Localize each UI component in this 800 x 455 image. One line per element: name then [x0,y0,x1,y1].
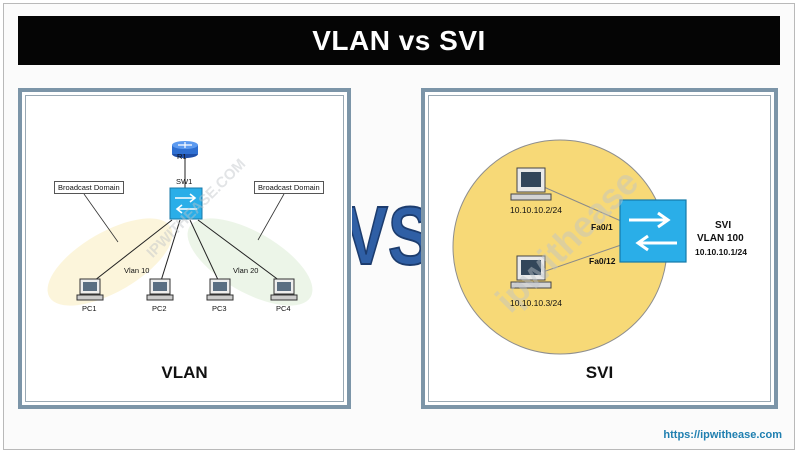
svi-diagram [452,139,687,355]
pc1-switch-link [536,183,622,222]
port-fa0-1: Fa0/1 [591,222,613,232]
pc3-icon [206,278,234,301]
svi-vlan-label: VLAN 100 [697,233,744,244]
vlan10-label: Vlan 10 [124,266,150,275]
pc2-link [159,219,181,285]
broadcast-domain-label-left: Broadcast Domain [54,181,124,194]
pc1-ip: 10.10.10.2/24 [510,205,562,215]
pc1-icon [76,278,104,301]
svi-pc2-icon [510,255,552,289]
pc4-link [197,219,285,285]
vs-graphic: VS [343,184,433,282]
pc2-label: PC2 [152,304,167,313]
pc1-label: PC1 [82,304,97,313]
svi-panel-inner [428,95,771,402]
pc2-ip: 10.10.10.3/24 [510,298,562,308]
switch-icon [169,187,203,220]
svi-caption: SVI [585,363,614,382]
switch-label: SW1 [176,177,193,186]
broadcast-callout-right [257,193,285,241]
pc2-icon [146,278,174,301]
vlan20-label: Vlan 20 [233,266,259,275]
svi-label: SVI [715,220,732,231]
svi-switch-icon [619,199,687,263]
footer-url[interactable]: https://ipwithease.com [663,429,782,441]
vs-text: VS [352,189,424,280]
router-label: R1 [177,152,187,161]
vlan-panel: IPWITHEASE.COM R1 SW1 Broadcast Domain B… [18,88,351,409]
page-title: VLAN vs SVI [18,16,780,65]
vs-letters: VS [343,188,433,282]
vlan-panel-inner [25,95,344,402]
router-icon [172,141,198,158]
pc3-link [189,219,221,285]
svi-panel: ipwithease 10.10.10.2/24 10.10.10.3/24 F… [421,88,778,409]
pc4-icon [270,278,298,301]
broadcast-domain-label-right: Broadcast Domain [254,181,324,194]
vlan-caption: VLAN [161,363,208,382]
vlan10-area [47,218,173,306]
broadcast-callout-left [83,193,119,243]
pc4-label: PC4 [276,304,291,313]
pc1-link [89,219,173,285]
pc2-switch-link [536,244,622,275]
vlan-diagram [47,141,313,306]
svi-pc1-icon [510,167,552,201]
port-fa0-12: Fa0/12 [589,256,616,266]
pc3-label: PC3 [212,304,227,313]
svi-ip-label: 10.10.10.1/24 [695,247,747,257]
